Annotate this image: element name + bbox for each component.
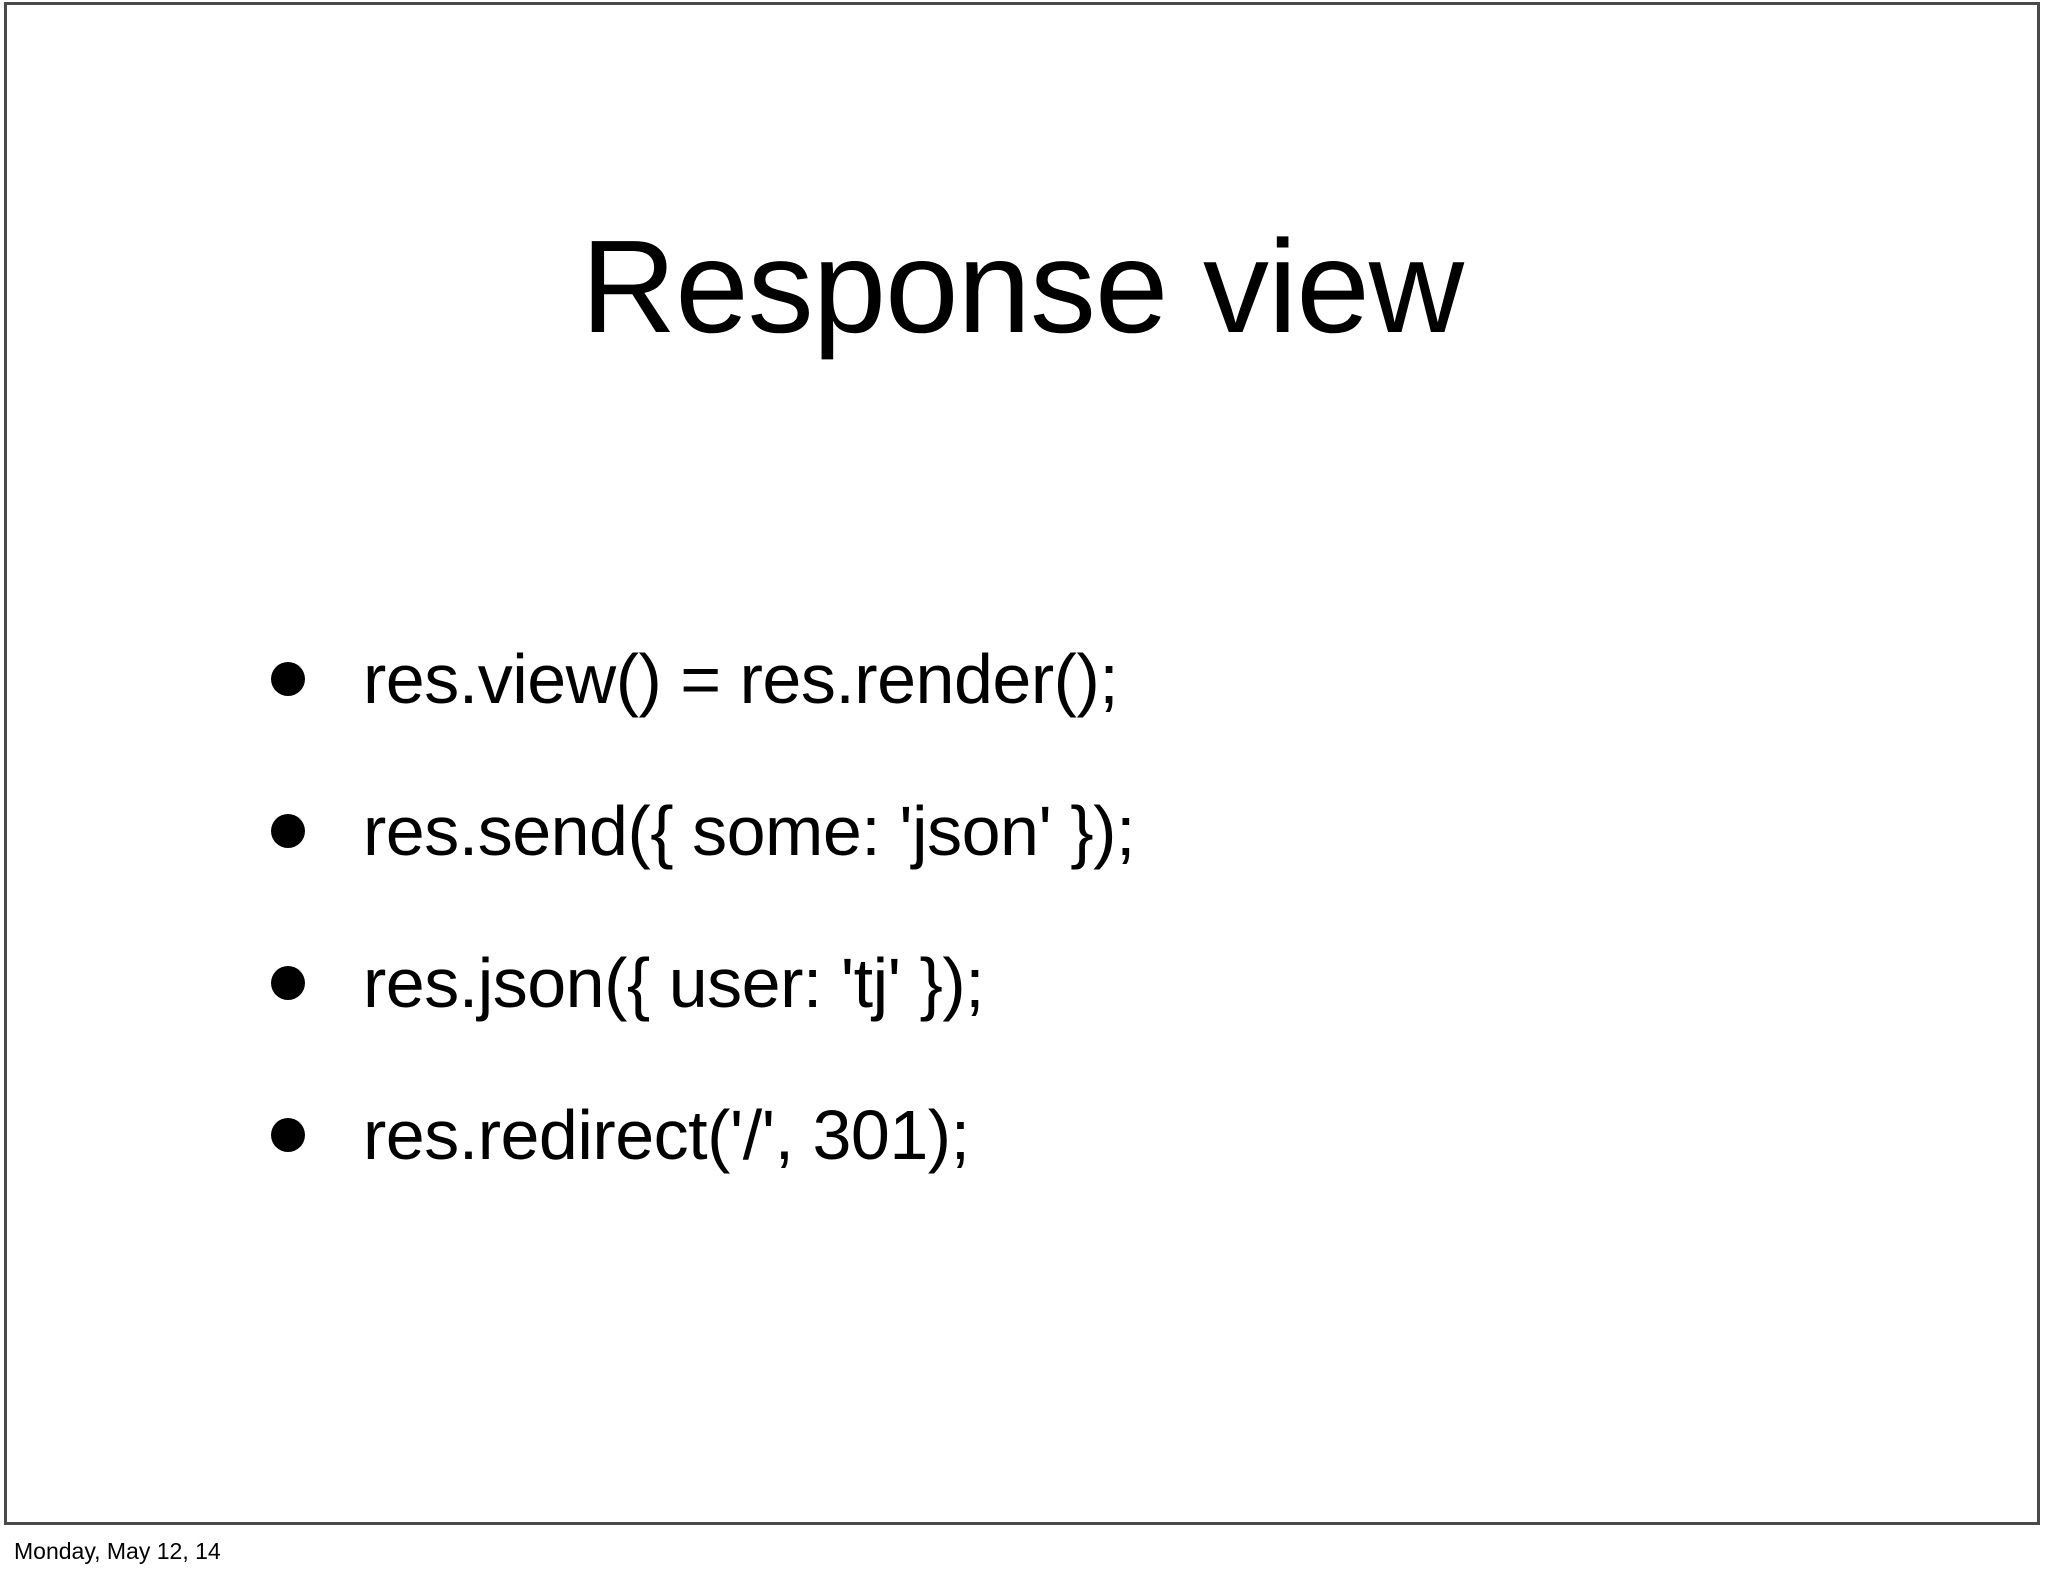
list-item: res.view() = res.render(); xyxy=(265,603,1865,755)
list-item: res.send({ some: 'json' }); xyxy=(265,755,1865,907)
bullet-dot-icon xyxy=(271,1118,305,1152)
bullet-dot-icon xyxy=(271,662,305,696)
list-item-label: res.view() = res.render(); xyxy=(363,640,1119,718)
list-item-label: res.send({ some: 'json' }); xyxy=(363,792,1135,870)
footer-date: Monday, May 12, 14 xyxy=(14,1538,221,1564)
bullet-dot-icon xyxy=(271,966,305,1000)
bullet-list: res.view() = res.render(); res.send({ so… xyxy=(265,603,1865,1211)
list-item: res.redirect('/', 301); xyxy=(265,1059,1865,1211)
page-title: Response view xyxy=(580,213,1464,361)
list-item: res.json({ user: 'tj' }); xyxy=(265,907,1865,1059)
bullet-dot-icon xyxy=(271,814,305,848)
slide-canvas: Response view res.view() = res.render();… xyxy=(4,2,2040,1525)
list-item-label: res.redirect('/', 301); xyxy=(363,1096,970,1174)
list-item-label: res.json({ user: 'tj' }); xyxy=(363,944,985,1022)
